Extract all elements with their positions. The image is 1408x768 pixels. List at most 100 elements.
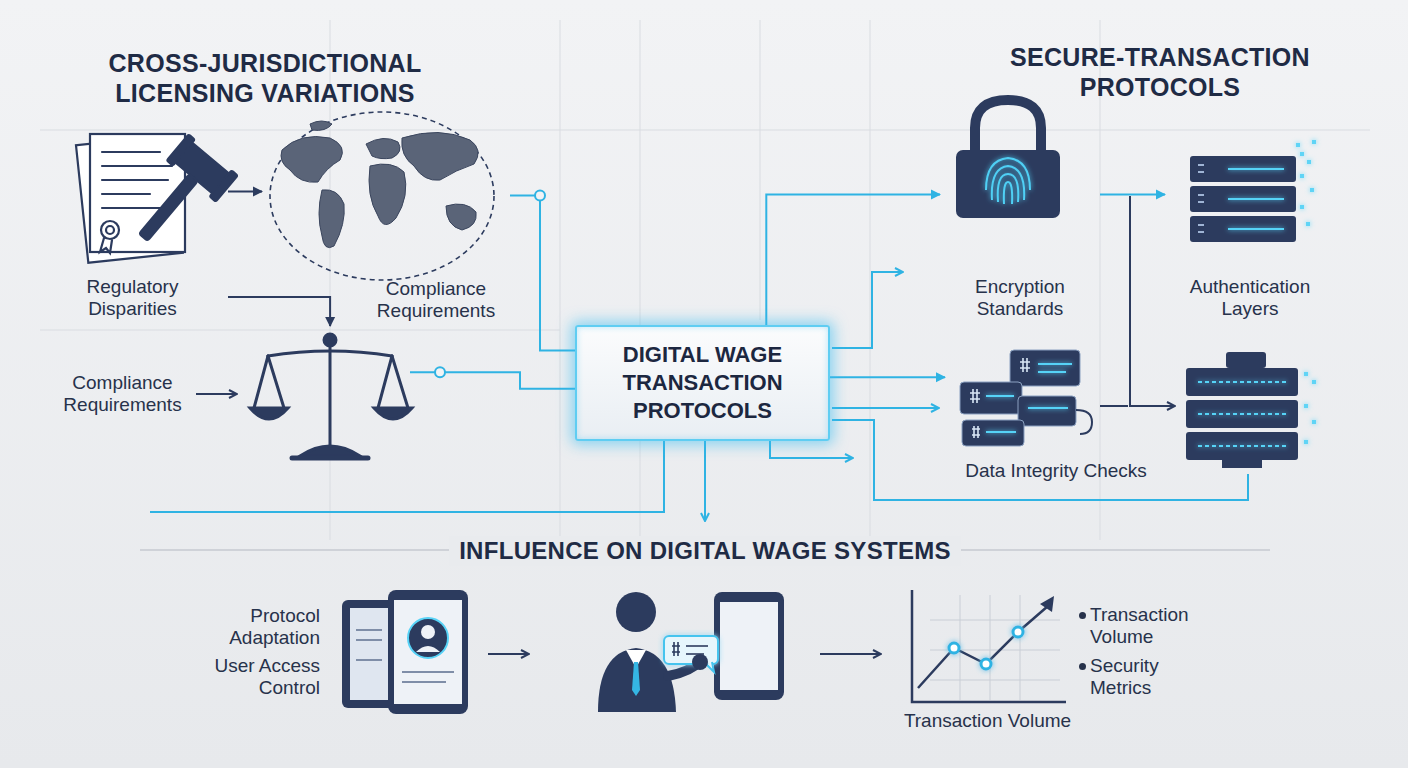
server-rack-icon-part [1306, 222, 1310, 226]
data-cards-icon-part [1020, 358, 1030, 372]
server-rack-icon-part [1198, 194, 1204, 196]
world-map-icon-part [310, 121, 332, 130]
grid-lines-part [640, 20, 641, 540]
flow-lines-part [150, 432, 664, 512]
server-stack-icon-part [1312, 380, 1316, 384]
server-rack-icon-part [1190, 186, 1296, 212]
world-map-icon-part [319, 190, 344, 248]
world-map-icon-part [281, 121, 478, 248]
server-rack-icon-part [1228, 169, 1284, 229]
devices-icon-part [402, 671, 454, 673]
document-gavel-icon-part [102, 179, 168, 181]
person-icon-part [720, 602, 778, 690]
justice-scales-icon-part [374, 408, 412, 419]
bullet-dot [1079, 663, 1086, 670]
bullet-dot [1079, 612, 1086, 619]
server-rack-icon-part [1198, 165, 1204, 232]
flow-lines-part [832, 407, 938, 409]
line-chart-icon-part [949, 643, 959, 653]
connector [510, 196, 575, 351]
data-cards-icon-part [962, 420, 1024, 446]
padlock-icon-part [986, 158, 1030, 190]
flow-lines-part [1100, 405, 1128, 407]
world-map-icon-part [446, 204, 476, 230]
person-icon-part [672, 642, 708, 656]
server-stack-icon-part [1304, 404, 1308, 408]
server-rack-icon-part [1198, 164, 1204, 166]
server-rack-icon-part [1198, 231, 1204, 233]
line-chart-icon-part [949, 627, 1023, 669]
line-chart-icon-part [930, 620, 1060, 621]
data-cards-icon [960, 350, 1092, 446]
server-stack-icon-part [1312, 420, 1316, 424]
justice-scales-icon [250, 334, 412, 458]
flow-lines-part [832, 272, 902, 348]
server-node: Authentication Layers [1165, 145, 1335, 320]
data-cards-icon-part [970, 358, 1030, 438]
data-cards-icon-part [1076, 410, 1092, 434]
person-icon-part [616, 592, 656, 632]
server-rack-icon [1190, 140, 1316, 242]
server-rack-icon-part [1296, 140, 1316, 226]
person-icon [598, 592, 784, 712]
devices-icon-part [356, 639, 382, 641]
line-chart-icon-part [1020, 595, 1021, 700]
line-chart-icon-part [912, 590, 1066, 702]
node-caption: Compliance Requirements [362, 278, 510, 322]
document-gavel-icon-part [167, 134, 195, 165]
devices-icon-part [356, 659, 382, 661]
document-node: Regulatory Disparities [70, 130, 228, 322]
data-cards-icon-part [972, 426, 980, 438]
line-chart-icon-part [930, 680, 1060, 681]
data-cards-icon-part [960, 382, 1022, 414]
devices-icon-part [416, 646, 440, 652]
bullet-item-holder: Security Metrics [1090, 655, 1212, 699]
section-heading: CROSS-JURISDICTIONAL LICENSING VARIATION… [65, 48, 465, 108]
world-map-icon-part [366, 138, 400, 158]
data-cards-icon-part [1010, 350, 1080, 386]
scales-node: Compliance Requirements [55, 326, 410, 466]
section-heading-holder: INFLUENCE ON DIGITAL WAGE SYSTEMS [400, 536, 1010, 566]
server-stack-icon-part [1222, 460, 1262, 468]
connector [228, 190, 262, 192]
server-stack-icon-part [1304, 440, 1308, 444]
world-map-icon-part [281, 137, 342, 183]
person-icon-part [714, 592, 784, 700]
data-cards-icon-part [1038, 363, 1072, 365]
flow-lines-part [488, 653, 528, 655]
document-gavel-icon-part [90, 134, 185, 252]
server-rack-icon-part [1300, 174, 1304, 178]
document-gavel-icon-part [100, 238, 112, 253]
server-rack-icon-part [1198, 171, 1204, 173]
process-title: DIGITAL WAGE TRANSACTION PROTOCOLS [597, 341, 808, 425]
chart-node: Transaction Volume [900, 585, 1075, 740]
server-rack-icon-part [1307, 160, 1311, 164]
devices-node: Protocol AdaptationUser Access Control [195, 585, 475, 715]
server-stack-icon-part [1198, 445, 1286, 447]
bullet-item: Security Metrics [1090, 655, 1212, 699]
person-icon-part [632, 662, 640, 696]
document-gavel-icon [76, 134, 238, 263]
line-chart-icon-part [1013, 627, 1023, 637]
data-node: Data Integrity Checks [945, 340, 1167, 490]
justice-scales-icon-part [329, 342, 332, 446]
node-caption: Data Integrity Checks [945, 460, 1167, 482]
devices-icon-part [388, 590, 468, 714]
server-rack-icon-part [1228, 228, 1284, 230]
connector [228, 297, 330, 326]
document-gavel-icon-part [101, 221, 119, 239]
node-caption: Compliance Requirements [55, 372, 190, 416]
section-heading: INFLUENCE ON DIGITAL WAGE SYSTEMS [449, 536, 961, 566]
line-chart-icon [912, 590, 1066, 702]
node-caption: Authentication Layers [1165, 276, 1335, 320]
data-cards-icon-part [986, 395, 1014, 397]
document-gavel-icon-part [102, 193, 150, 195]
data-cards-icon-part [970, 389, 980, 403]
padlock-icon-part [975, 100, 1041, 152]
data-cards-icon-part [1028, 407, 1068, 409]
justice-scales-icon-part [292, 456, 368, 461]
server-stack-icon-part [1186, 368, 1298, 396]
document-gavel-icon-part [106, 226, 114, 234]
devices-icon-part [421, 625, 435, 639]
server-rack-icon-part [1190, 216, 1296, 242]
